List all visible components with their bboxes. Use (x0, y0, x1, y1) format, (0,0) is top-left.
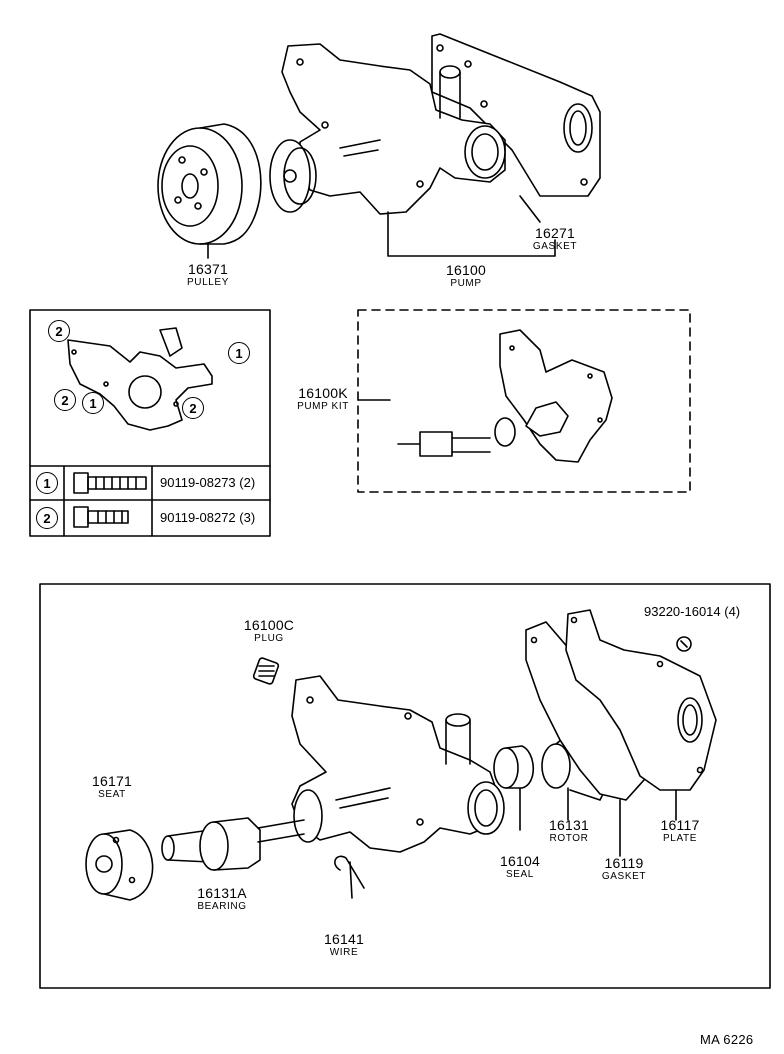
bearing-label: 16131A BEARING (186, 886, 258, 914)
pump-label: 16100 PUMP (436, 263, 496, 291)
diagram-code: MA 6226 (700, 1032, 754, 1047)
plug-part (252, 657, 280, 685)
seat-name: SEAT (98, 789, 126, 800)
wire-number: 16141 (324, 931, 364, 947)
callout-2-bottom: 2 (182, 397, 204, 419)
top-gasket-label: 16271 GASKET (524, 226, 586, 254)
wire-label: 16141 WIRE (316, 932, 372, 960)
exploded-pump-body (291, 675, 505, 853)
table-ref-1: 1 (36, 472, 58, 494)
pulley-name: PULLEY (187, 277, 229, 288)
exploded-box (39, 583, 771, 989)
wire-part (334, 855, 365, 899)
top-gasket (431, 33, 601, 197)
top-pump-body (281, 43, 556, 257)
seat-part (85, 829, 154, 901)
bearing-part (161, 817, 305, 871)
pulley-label: 16371 PULLEY (176, 262, 240, 290)
plug-label: 16100C PLUG (234, 618, 304, 646)
seal-name: SEAL (506, 869, 534, 880)
plate-number: 16117 (660, 817, 700, 833)
exploded-gasket-name: GASKET (601, 871, 647, 882)
wire-name: WIRE (329, 947, 359, 958)
top-gasket-name: GASKET (532, 241, 578, 252)
plate-name: PLATE (663, 833, 697, 844)
pulley-number: 16371 (188, 261, 228, 277)
top-gasket-number: 16271 (535, 225, 575, 241)
pump-kit-label: 16100K PUMP KIT (288, 386, 358, 414)
exploded-gasket-number: 16119 (604, 855, 644, 871)
seal-label: 16104 SEAL (492, 854, 548, 882)
bolt-table-box (29, 309, 271, 537)
seal-part (493, 745, 535, 831)
pump-number: 16100 (446, 262, 486, 278)
seat-label: 16171 SEAT (84, 774, 140, 802)
plate-label: 16117 PLATE (650, 818, 710, 846)
table-part-2: 90119-08272 (3) (160, 510, 256, 525)
callout-2-top: 2 (48, 320, 70, 342)
plug-number: 16100C (243, 617, 295, 633)
pump-kit-name: PUMP KIT (297, 401, 349, 412)
table-ref-2: 2 (36, 507, 58, 529)
seat-number: 16171 (92, 773, 132, 789)
bearing-name: BEARING (197, 901, 247, 912)
callout-1-left: 1 (82, 392, 104, 414)
pump-outline-sketch (67, 327, 213, 431)
seal-number: 16104 (500, 853, 540, 869)
rotor-label: 16131 ROTOR (540, 818, 598, 846)
rotor-name: ROTOR (549, 833, 589, 844)
pump-kit-number: 16100K (298, 385, 348, 401)
bolt-icon-long (73, 472, 147, 494)
callout-1-right: 1 (228, 342, 250, 364)
plate-gasket-part (525, 609, 717, 857)
exploded-gasket-label: 16119 GASKET (592, 856, 656, 884)
bearing-number: 16131A (197, 885, 247, 901)
screw-number: 93220-16014 (4) (644, 604, 741, 619)
top-pulley (157, 123, 262, 259)
plug-name: PLUG (254, 633, 284, 644)
pump-kit-parts (357, 329, 613, 463)
pump-kit-box (357, 309, 691, 493)
top-hub-flange (269, 139, 317, 213)
pump-name: PUMP (450, 278, 482, 289)
callout-2-left: 2 (54, 389, 76, 411)
rotor-number: 16131 (549, 817, 589, 833)
table-part-1: 90119-08273 (2) (160, 475, 256, 490)
bolt-icon-short (73, 506, 129, 528)
